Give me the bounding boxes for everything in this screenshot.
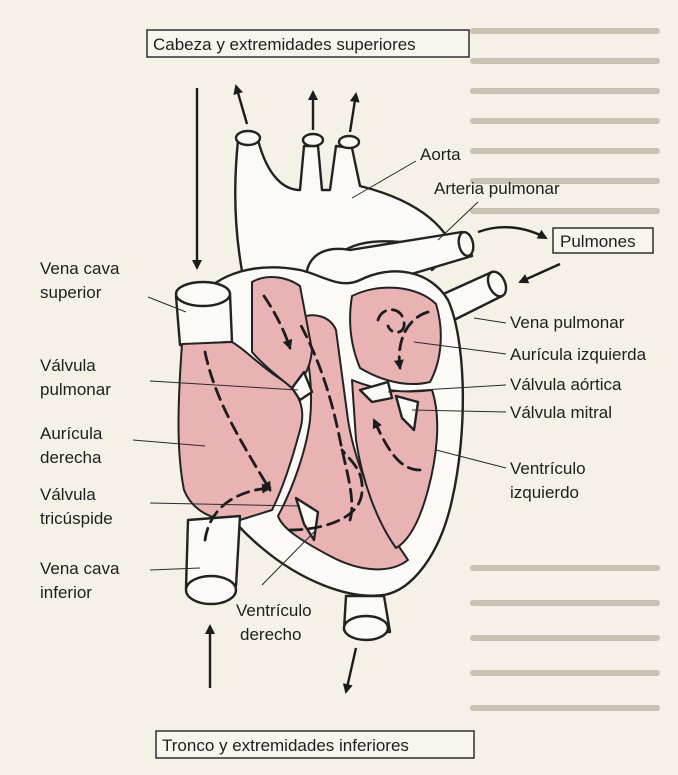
ventriculo-derecho-label-1: Ventrículo — [236, 601, 312, 620]
aorta-branch-middle — [303, 134, 323, 146]
aorta-label: Aorta — [420, 145, 461, 164]
ivc-opening — [186, 576, 236, 604]
valvula-tricuspide-label-2: tricúspide — [40, 509, 113, 528]
svc-opening — [176, 282, 230, 306]
valvula-tricuspide-label-1: Válvula — [40, 485, 96, 504]
aorta-branch-right — [339, 136, 359, 148]
vena-cava-inferior-label-2: inferior — [40, 583, 92, 602]
valvula-mitral-label: Válvula mitral — [510, 403, 612, 422]
auricula-derecha-label-2: derecha — [40, 448, 102, 467]
top-box-label: Cabeza y extremidades superiores — [153, 35, 416, 54]
valvula-pulmonar-label-1: Válvula — [40, 356, 96, 375]
aorta-branch-left — [236, 131, 260, 145]
arteria-pulmonar-label: Arteria pulmonar — [434, 179, 560, 198]
vena-cava-superior-label-1: Vena cava — [40, 259, 120, 278]
vena-cava-superior-label-2: superior — [40, 283, 102, 302]
valvula-pulmonar-label-2: pulmonar — [40, 380, 111, 399]
background-text-texture — [470, 28, 660, 711]
pulmones-label: Pulmones — [560, 232, 636, 251]
descending-aorta-opening — [344, 616, 388, 640]
auricula-derecha-label-1: Aurícula — [40, 424, 103, 443]
ventriculo-izquierdo-label-2: izquierdo — [510, 483, 579, 502]
ventriculo-derecho-label-2: derecho — [240, 625, 301, 644]
vena-cava-inferior-label-1: Vena cava — [40, 559, 120, 578]
left-atrium-cavity — [350, 288, 441, 384]
bottom-box-label: Tronco y extremidades inferiores — [162, 736, 409, 755]
ventriculo-izquierdo-label-1: Ventrículo — [510, 459, 586, 478]
vena-pulmonar-label: Vena pulmonar — [510, 313, 625, 332]
valvula-aortica-label: Válvula aórtica — [510, 375, 622, 394]
auricula-izquierda-label: Aurícula izquierda — [510, 345, 647, 364]
